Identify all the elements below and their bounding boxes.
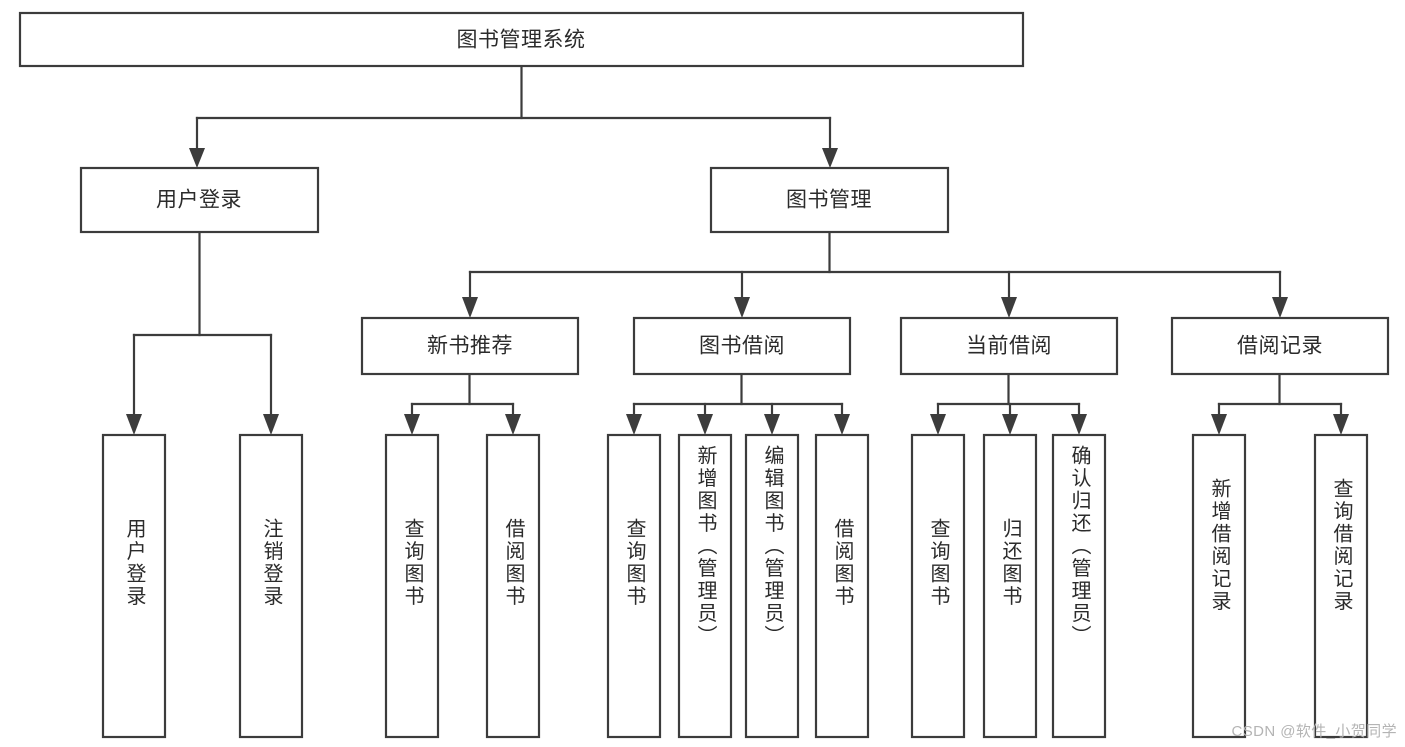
leaf-box-logout[interactable] [238, 433, 304, 739]
arrow-leaf-bb-borrow [834, 414, 850, 435]
new-book-recommend-box[interactable] [360, 316, 580, 376]
arrow-leaf-cb-confirm [1071, 414, 1087, 435]
arrow-leaf-user-login [126, 414, 142, 435]
arrow-leaf-bb-add [697, 414, 713, 435]
leaf-box-cb-confirm-return[interactable] [1051, 433, 1107, 739]
leaf-box-newbook-borrow-book[interactable] [485, 433, 541, 739]
arrow-to-current-borrow [1001, 297, 1017, 318]
leaf-box-bb-add-book[interactable] [677, 433, 733, 739]
arrow-leaf-bb-edit [764, 414, 780, 435]
leaf-box-bb-edit-book[interactable] [744, 433, 800, 739]
leaf-box-user-login[interactable] [101, 433, 167, 739]
node-root[interactable]: 图书管理系统 [18, 11, 1025, 68]
arrow-leaf-cb-return [1002, 414, 1018, 435]
current-borrow-box[interactable] [899, 316, 1119, 376]
arrow-leaf-newbook-query [404, 414, 420, 435]
arrow-to-new-book-rec [462, 297, 478, 318]
book-management-box[interactable] [709, 166, 950, 234]
borrow-record-box[interactable] [1170, 316, 1390, 376]
book-management-label: 图书管理 [786, 189, 872, 212]
leaf-box-bb-query-book[interactable] [606, 433, 662, 739]
current-borrow-label: 当前借阅 [966, 335, 1052, 358]
node-current-borrow[interactable]: 当前借阅 [899, 316, 1119, 376]
root-box[interactable] [18, 11, 1025, 68]
node-user-login[interactable]: 用户登录 [79, 166, 320, 234]
user-login-label: 用户登录 [156, 189, 242, 212]
arrow-to-user-login [189, 148, 205, 168]
arrow-leaf-br-query [1333, 414, 1349, 435]
leaf-box-cb-query-book[interactable] [910, 433, 966, 739]
arrow-leaf-logout [263, 414, 279, 435]
leaf-box-br-query-record[interactable] [1313, 433, 1369, 739]
csdn-watermark: CSDN @软件_小贺同学 [1231, 723, 1397, 740]
book-borrow-box[interactable] [632, 316, 852, 376]
node-book-management[interactable]: 图书管理 [709, 166, 950, 234]
leaf-box-layer [101, 433, 1369, 739]
new-book-recommend-label: 新书推荐 [427, 335, 513, 358]
root-label: 图书管理系统 [457, 29, 586, 52]
leaf-box-br-add-record[interactable] [1191, 433, 1247, 739]
book-borrow-label: 图书借阅 [699, 335, 785, 358]
leaf-box-newbook-query-book[interactable] [384, 433, 440, 739]
connector-layer [126, 64, 1349, 435]
arrow-to-borrow-record [1272, 297, 1288, 318]
leaf-box-bb-borrow-book[interactable] [814, 433, 870, 739]
arrow-leaf-cb-query [930, 414, 946, 435]
node-borrow-record[interactable]: 借阅记录 [1170, 316, 1390, 376]
user-login-box[interactable] [79, 166, 320, 234]
arrow-leaf-br-add [1211, 414, 1227, 435]
leaf-box-cb-return-book[interactable] [982, 433, 1038, 739]
arrow-to-book-manage [822, 148, 838, 168]
arrow-to-book-borrow [734, 297, 750, 318]
node-new-book-recommend[interactable]: 新书推荐 [360, 316, 580, 376]
arrow-leaf-newbook-borrow [505, 414, 521, 435]
arrow-leaf-bb-query [626, 414, 642, 435]
borrow-record-label: 借阅记录 [1237, 335, 1323, 358]
node-book-borrow[interactable]: 图书借阅 [632, 316, 852, 376]
